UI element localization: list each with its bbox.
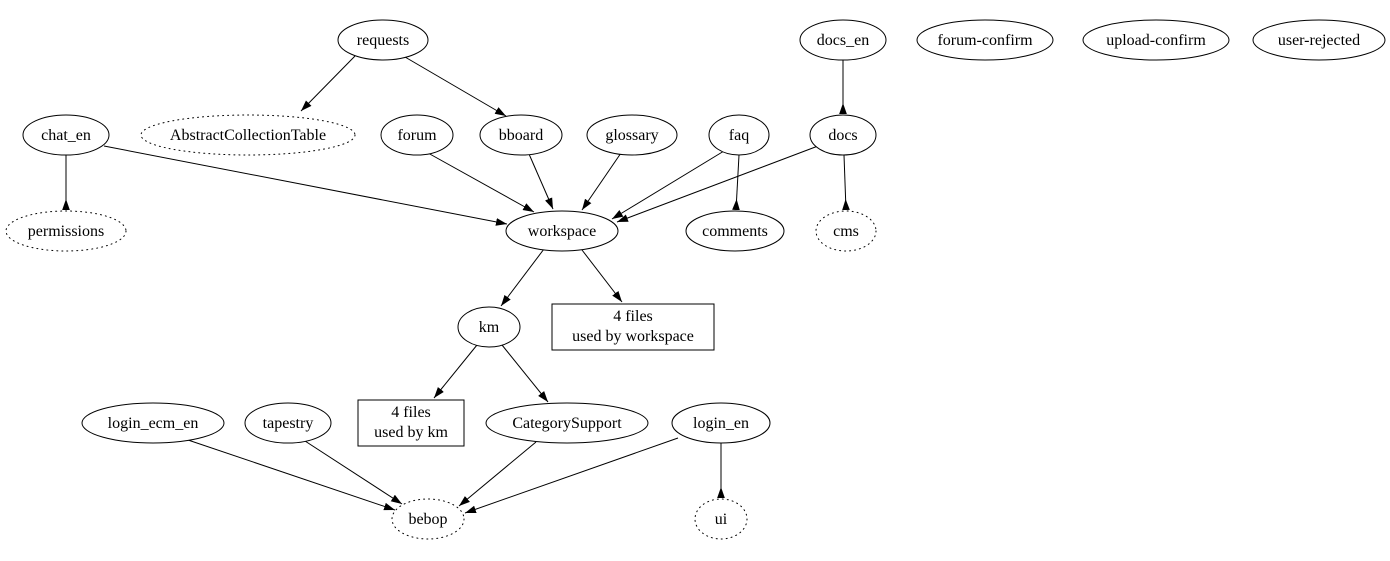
node-files-used-by-km: 4 files used by km bbox=[357, 399, 465, 447]
edge-categorysupport-bebop bbox=[458, 441, 537, 507]
node-docs: docs bbox=[809, 114, 877, 156]
node-glossary-label: glossary bbox=[605, 127, 658, 144]
node-forum-confirm: forum-confirm bbox=[916, 19, 1054, 61]
edge-faq-comments bbox=[732, 154, 740, 211]
node-bboard-label: bboard bbox=[499, 127, 543, 144]
edge-login_en-bebop bbox=[464, 437, 679, 514]
node-files-used-by-km-line2: used by km bbox=[374, 424, 448, 441]
node-comments: comments bbox=[685, 210, 785, 252]
node-files-used-by-workspace: 4 files used by workspace bbox=[551, 303, 715, 351]
node-workspace: workspace bbox=[505, 210, 619, 252]
node-category-support-label: CategorySupport bbox=[512, 415, 622, 432]
node-chat-en-label: chat_en bbox=[41, 127, 91, 144]
edge-faq-workspace bbox=[611, 150, 725, 220]
edge-docs-cms bbox=[842, 154, 850, 211]
node-abstract-collection-table: AbstractCollectionTable bbox=[140, 114, 356, 156]
node-km: km bbox=[457, 306, 521, 348]
edge-requests-abstractcollectiontable bbox=[300, 55, 356, 112]
edge-docs-workspace bbox=[616, 145, 819, 223]
node-upload-confirm: upload-confirm bbox=[1082, 19, 1230, 61]
node-login-ecm-en: login_ecm_en bbox=[81, 402, 225, 444]
node-forum: forum bbox=[380, 114, 454, 156]
node-faq-label: faq bbox=[729, 127, 749, 144]
edge-layer bbox=[62, 55, 850, 514]
edge-bboard-workspace bbox=[528, 153, 554, 210]
node-workspace-label: workspace bbox=[528, 223, 596, 240]
node-requests: requests bbox=[337, 19, 429, 61]
node-user-rejected: user-rejected bbox=[1252, 19, 1386, 61]
node-faq: faq bbox=[708, 114, 770, 156]
edge-login_ecm_en-bebop bbox=[187, 439, 396, 511]
edge-glossary-workspace bbox=[581, 152, 622, 211]
node-files-used-by-workspace-line2: used by workspace bbox=[572, 328, 694, 345]
node-files-used-by-workspace-line1: 4 files bbox=[613, 308, 653, 325]
node-docs-en: docs_en bbox=[799, 19, 887, 61]
node-bebop: bebop bbox=[391, 498, 465, 540]
node-ui: ui bbox=[694, 498, 748, 540]
node-user-rejected-label: user-rejected bbox=[1278, 32, 1360, 49]
node-upload-confirm-label: upload-confirm bbox=[1106, 32, 1206, 49]
node-chat-en: chat_en bbox=[22, 114, 110, 156]
edge-requests-bboard bbox=[404, 56, 507, 117]
node-category-support: CategorySupport bbox=[485, 402, 649, 444]
node-permissions: permissions bbox=[5, 210, 127, 252]
node-docs-label: docs bbox=[828, 127, 857, 144]
node-login-en: login_en bbox=[671, 402, 771, 444]
node-login-en-label: login_en bbox=[693, 415, 749, 432]
edge-km-files_km bbox=[433, 344, 478, 399]
edge-forum-workspace bbox=[427, 152, 535, 213]
edge-workspace-files_workspace bbox=[581, 249, 623, 303]
node-bebop-label: bebop bbox=[408, 511, 447, 528]
node-docs-en-label: docs_en bbox=[817, 32, 869, 49]
node-forum-label: forum bbox=[397, 127, 437, 144]
node-glossary: glossary bbox=[586, 114, 678, 156]
edge-chat_en-workspace bbox=[103, 145, 508, 226]
node-cms: cms bbox=[815, 210, 877, 252]
node-ui-label: ui bbox=[715, 511, 728, 528]
node-login-ecm-en-label: login_ecm_en bbox=[108, 415, 199, 432]
edge-km-categorysupport bbox=[501, 344, 549, 403]
node-requests-label: requests bbox=[357, 32, 409, 49]
node-cms-label: cms bbox=[833, 223, 859, 240]
node-tapestry: tapestry bbox=[244, 402, 332, 444]
edge-workspace-km bbox=[500, 248, 545, 307]
node-forum-confirm-label: forum-confirm bbox=[937, 32, 1033, 49]
node-tapestry-label: tapestry bbox=[263, 415, 314, 432]
node-km-label: km bbox=[479, 319, 500, 336]
edge-tapestry-bebop bbox=[304, 440, 403, 505]
node-files-used-by-km-line1: 4 files bbox=[391, 404, 431, 421]
node-abstract-collection-table-label: AbstractCollectionTable bbox=[170, 127, 326, 144]
node-permissions-label: permissions bbox=[28, 223, 104, 240]
node-comments-label: comments bbox=[702, 223, 768, 240]
node-bboard: bboard bbox=[479, 114, 563, 156]
